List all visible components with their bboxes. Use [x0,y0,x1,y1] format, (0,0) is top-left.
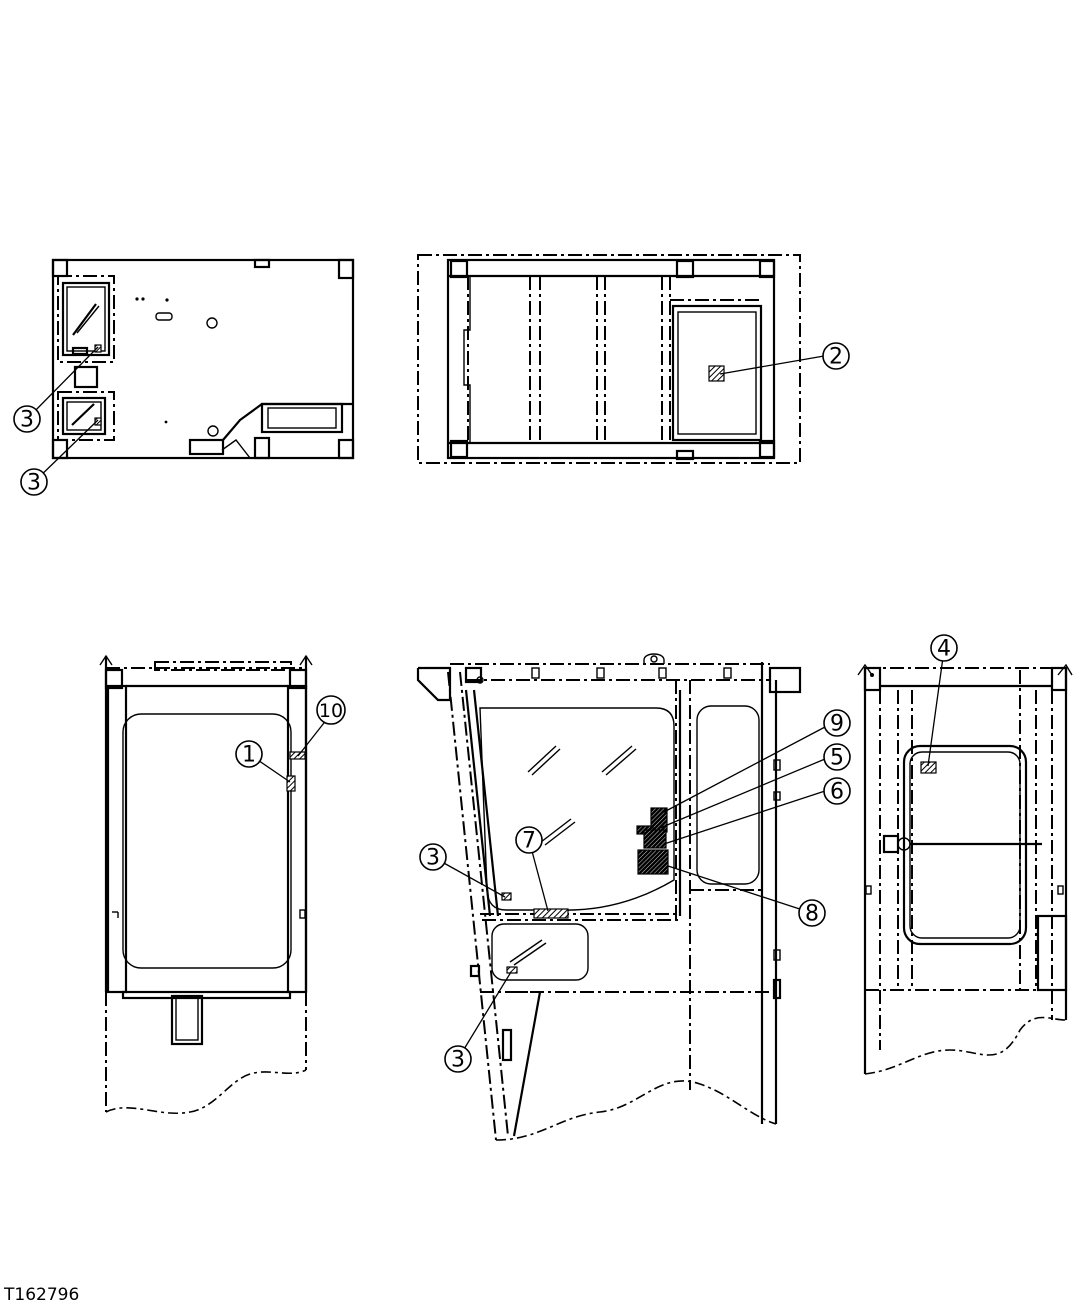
callout-label: 4 [937,637,951,662]
callout-label: 1 [242,743,256,768]
callout-3c: 3 [419,843,447,871]
callout-5: 5 [823,743,851,771]
callout-label: 7 [522,829,536,854]
callout-label: 3 [27,471,41,496]
callout-3b: 3 [20,468,48,496]
callout-label: 3 [426,846,440,871]
callout-label: 5 [830,746,844,771]
callout-4: 4 [930,634,958,662]
callout-label: 2 [829,345,843,370]
roof-plan-view [417,254,801,464]
callout-label: 10 [319,700,343,722]
callout-label: 3 [20,408,34,433]
left-side-view [99,654,313,1114]
callout-label: 3 [451,1048,465,1073]
callouts-layer: 3 3 2 10 1 9 5 6 [13,342,958,1073]
callout-label: 8 [805,902,819,927]
front-side-view [416,653,802,1141]
callout-9: 9 [823,709,851,737]
floor-plan-view [51,258,355,460]
rear-door-view [857,663,1073,1075]
callout-label: 6 [830,780,844,805]
callout-7: 7 [515,826,543,854]
callout-8: 8 [798,899,826,927]
callout-2: 2 [822,342,850,370]
callout-3d: 3 [444,1045,472,1073]
figure-reference: T162796 [3,1285,79,1304]
callout-3a: 3 [13,405,41,433]
callout-1: 1 [235,740,263,768]
callout-10: 10 [316,695,346,725]
callout-6: 6 [823,777,851,805]
callout-label: 9 [830,712,844,737]
